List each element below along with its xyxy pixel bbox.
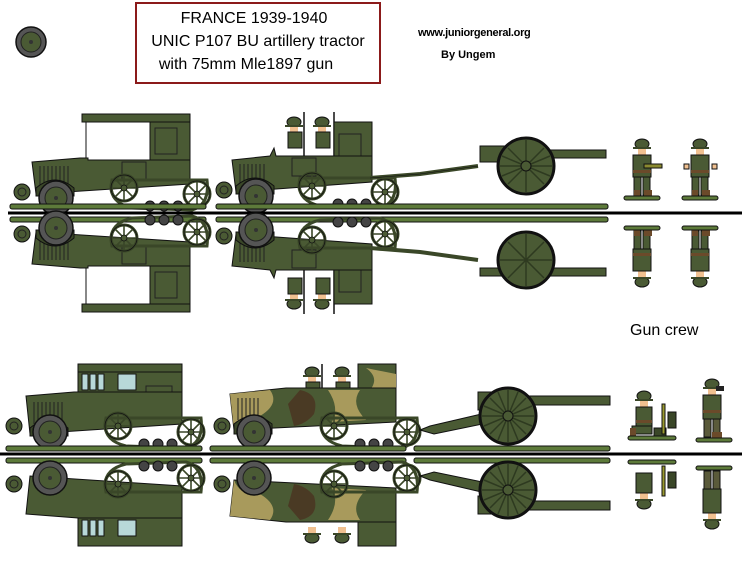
cab-tractor-mirror xyxy=(5,461,204,547)
title-line-3: with 75mm Mle1897 gun xyxy=(158,56,334,73)
site-url: www.juniorgeneral.org xyxy=(418,27,531,39)
crewman-gesturing xyxy=(682,139,718,200)
base-strip xyxy=(413,445,611,452)
covered-tractor-mirror xyxy=(14,211,210,312)
row-1 xyxy=(8,112,742,314)
base-strip xyxy=(9,203,207,210)
75mm-gun-mirror xyxy=(418,460,612,520)
kneeling-crewman xyxy=(627,390,677,441)
cab-tractor xyxy=(5,363,204,449)
base-strip xyxy=(215,216,609,223)
crewman-gesturing-mirror xyxy=(682,226,718,287)
title-line-1: FRANCE 1939-1940 xyxy=(180,10,328,27)
crewman-with-shell xyxy=(624,139,663,200)
75mm-gun-towed xyxy=(479,136,607,196)
open-tractor-with-crew xyxy=(216,112,398,213)
kneeling-crewman-mirror xyxy=(627,459,677,510)
base-strip xyxy=(5,445,203,452)
base-strip xyxy=(209,445,407,452)
75mm-gun xyxy=(418,386,612,446)
crewman-with-binoculars xyxy=(695,378,733,443)
title-line-2: UNIC P107 BU artillery tractor xyxy=(151,33,365,50)
camo-tractor-with-crew xyxy=(213,363,420,449)
row-2 xyxy=(0,363,742,547)
crewman-with-shell-mirror xyxy=(624,226,660,287)
author-credit: By Ungem xyxy=(441,49,496,61)
75mm-gun-mirror xyxy=(479,230,607,290)
camo-tractor-mirror xyxy=(213,461,420,547)
base-strip xyxy=(215,203,609,210)
towbar xyxy=(369,164,479,180)
spare-wheel-icon xyxy=(15,26,47,58)
towbar-mirror xyxy=(369,246,479,262)
open-tractor-mirror xyxy=(216,213,398,314)
covered-tractor xyxy=(14,114,210,215)
crewman-with-binoculars-mirror xyxy=(695,465,733,530)
title-box: FRANCE 1939-1940 UNIC P107 BU artillery … xyxy=(135,2,381,84)
gun-crew-label: Gun crew xyxy=(630,322,699,339)
